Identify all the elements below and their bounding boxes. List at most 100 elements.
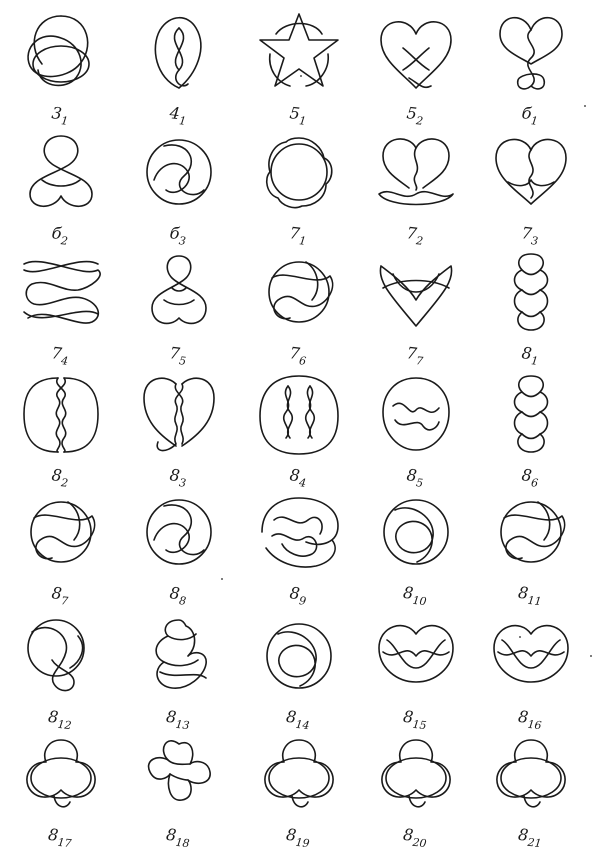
knot-index-subscript: 1	[298, 114, 306, 128]
knot-drawing	[488, 488, 574, 574]
knot-diagram-k7_7: 77	[365, 248, 465, 366]
knot-label: 81	[479, 339, 581, 372]
knot-index-subscript: 5	[178, 354, 186, 368]
knot-drawing	[18, 488, 104, 574]
knot-index-subscript: 9	[298, 594, 306, 608]
knot-label: 817	[9, 821, 111, 854]
knot-diagram-k5_2: 52	[365, 8, 465, 126]
knot-drawing	[18, 612, 104, 698]
knot-diagram-k8_10: 810	[365, 488, 465, 606]
knot-index-subscript: 1	[178, 114, 186, 128]
knot-drawing	[136, 612, 222, 698]
knot-diagram-k7_6: 76	[248, 248, 348, 366]
knot-drawing	[136, 8, 222, 94]
knot-drawing	[256, 730, 342, 816]
knot-diagram-k8_18: 818	[128, 730, 228, 848]
knot-drawing	[373, 370, 459, 456]
knot-diagram-k8_14: 814	[248, 612, 348, 730]
knot-drawing	[18, 730, 104, 816]
knot-label: 821	[479, 821, 581, 854]
knot-index-subscript: 6	[298, 354, 306, 368]
knot-label: 87	[9, 579, 111, 612]
knot-index-subscript: 4	[60, 354, 68, 368]
knot-drawing	[256, 128, 342, 214]
knot-diagram-k8_17: 817	[10, 730, 110, 848]
knot-label: 77	[364, 339, 466, 372]
knot-drawing	[18, 370, 104, 456]
knot-diagram-k8_11: 811	[480, 488, 580, 606]
knot-drawing	[136, 488, 222, 574]
knot-diagram-k8_5: 85	[365, 370, 465, 488]
knot-label: 811	[479, 579, 581, 612]
knot-diagram-k6_3: б3	[128, 128, 228, 246]
knot-diagram-k8_4: 84	[248, 370, 348, 488]
knot-diagram-k7_1: 71	[248, 128, 348, 246]
knot-drawing	[373, 488, 459, 574]
knot-diagram-k8_20: 820	[365, 730, 465, 848]
scan-speck	[584, 105, 586, 107]
knot-drawing	[488, 370, 574, 456]
knot-diagram-k8_9: 89	[248, 488, 348, 606]
knot-index-subscript: 19	[295, 836, 310, 850]
knot-drawing	[18, 8, 104, 94]
knot-drawing	[256, 370, 342, 456]
knot-diagram-k8_7: 87	[10, 488, 110, 606]
knot-diagram-k8_15: 815	[365, 612, 465, 730]
knot-drawing	[373, 730, 459, 816]
knot-index-subscript: 7	[60, 594, 68, 608]
knot-diagram-k3_1: 31	[10, 8, 110, 126]
knot-drawing	[488, 612, 574, 698]
knot-drawing	[488, 730, 574, 816]
knot-diagram-k5_1: 51	[248, 8, 348, 126]
knot-diagram-k8_6: 86	[480, 370, 580, 488]
knot-index-subscript: 21	[527, 836, 542, 850]
knot-drawing	[256, 8, 342, 94]
knot-drawing	[373, 128, 459, 214]
knot-label: 819	[247, 821, 349, 854]
knot-drawing	[136, 370, 222, 456]
knot-drawing	[18, 248, 104, 334]
knot-diagram-k7_5: 75	[128, 248, 228, 366]
knot-drawing	[136, 730, 222, 816]
knot-label: 89	[247, 579, 349, 612]
knot-drawing	[256, 248, 342, 334]
knot-diagram-k8_12: 812	[10, 612, 110, 730]
knot-label: 820	[364, 821, 466, 854]
knot-diagram-k8_19: 819	[248, 730, 348, 848]
knot-drawing	[136, 248, 222, 334]
knot-index-subscript: 1	[298, 234, 306, 248]
knot-label: 74	[9, 339, 111, 372]
knot-index-subscript: 3	[178, 234, 186, 248]
knot-diagram-k6_2: б2	[10, 128, 110, 246]
knot-label: 76	[247, 339, 349, 372]
knot-drawing	[256, 612, 342, 698]
knot-diagram-k4_1: 41	[128, 8, 228, 126]
knot-drawing	[488, 128, 574, 214]
knot-diagram-k8_8: 88	[128, 488, 228, 606]
knot-index-subscript: 2	[415, 234, 423, 248]
knot-drawing	[373, 612, 459, 698]
knot-drawing	[256, 488, 342, 574]
knot-index-subscript: 1	[530, 114, 538, 128]
knot-index-subscript: 7	[415, 354, 423, 368]
knot-diagram-k8_1: 81	[480, 248, 580, 366]
knot-index-subscript: 1	[530, 354, 538, 368]
scan-speck	[300, 75, 302, 77]
knot-drawing	[373, 248, 459, 334]
knot-diagram-k8_21: 821	[480, 730, 580, 848]
knot-diagram-k8_13: 813	[128, 612, 228, 730]
scan-speck	[590, 655, 592, 657]
knot-drawing	[18, 128, 104, 214]
scan-speck	[519, 636, 521, 638]
knot-diagram-k8_3: 83	[128, 370, 228, 488]
knot-diagram-k7_2: 72	[365, 128, 465, 246]
knot-drawing	[488, 8, 574, 94]
knot-diagram-k6_1: б1	[480, 8, 580, 126]
knot-index-subscript: 3	[530, 234, 538, 248]
knot-label: 818	[127, 821, 229, 854]
knot-index-subscript: 18	[175, 836, 190, 850]
knot-label: 88	[127, 579, 229, 612]
knot-index-subscript: 8	[178, 594, 186, 608]
knot-label: 75	[127, 339, 229, 372]
knot-label: 810	[364, 579, 466, 612]
